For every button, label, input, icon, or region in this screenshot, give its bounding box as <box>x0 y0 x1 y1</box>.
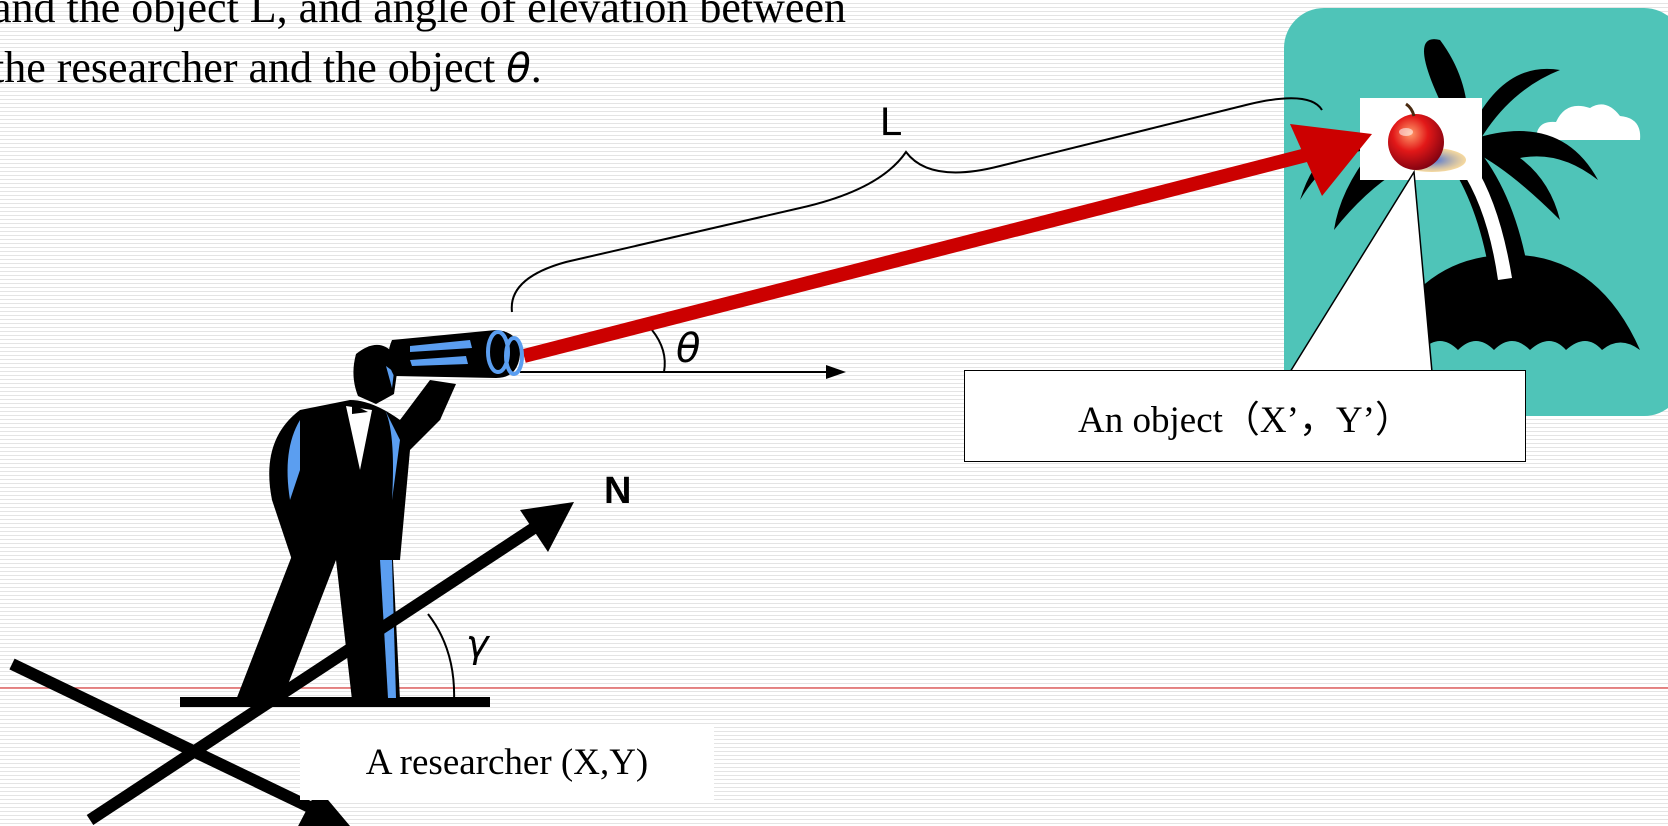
heading-period: . <box>530 43 542 92</box>
apple-icon <box>1360 98 1482 180</box>
slide-heading: and the object L, and angle of elevation… <box>0 0 1172 99</box>
theta-symbol: θ <box>506 46 531 92</box>
elevation-angle-label: θ <box>676 326 701 372</box>
object-label: An object（X’，Y’） <box>1078 400 1412 441</box>
north-label: N <box>604 470 632 512</box>
elevation-angle-arc <box>651 329 666 373</box>
azimuth-angle-arc <box>427 613 456 703</box>
researcher-label: A researcher (X,Y) <box>365 741 649 783</box>
horizontal-reference-arrow <box>520 365 846 379</box>
object-label-box: An object（X’，Y’） <box>964 370 1526 462</box>
distance-brace <box>510 97 1323 313</box>
sight-line-arrow <box>522 124 1372 363</box>
heading-text: and the object L, and angle of elevation… <box>0 0 846 92</box>
direction-cross-arrow <box>9 658 350 826</box>
cloud-icon <box>1536 104 1641 140</box>
azimuth-angle-label: γ <box>466 622 489 666</box>
north-arrow <box>86 502 574 826</box>
researcher-with-binoculars-icon <box>236 330 524 700</box>
distance-label: L <box>880 100 903 144</box>
researcher-label-box: A researcher (X,Y) <box>300 724 714 800</box>
